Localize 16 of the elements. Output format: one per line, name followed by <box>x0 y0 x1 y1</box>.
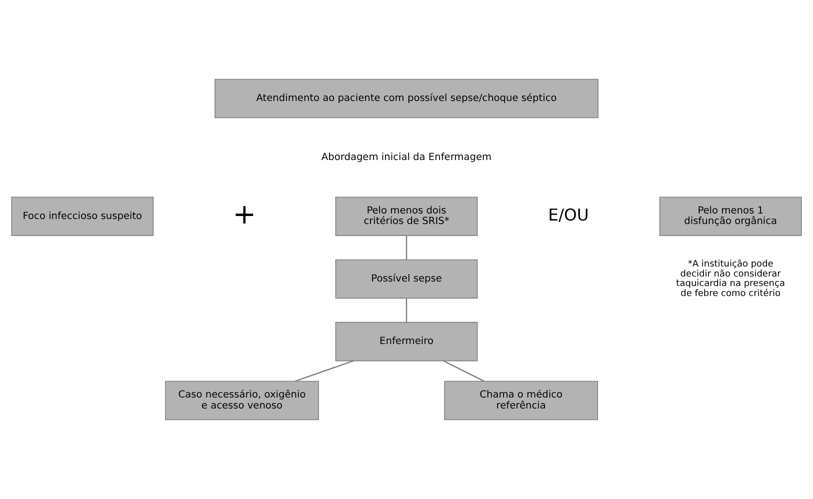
node-box: Pelo menos 1 disfunção orgânica <box>659 196 802 236</box>
label: Abordagem inicial da Enfermagem <box>321 152 492 163</box>
label: *A instituição pode decidir não considerar taquicardia na presença de febre como critério <box>676 260 785 299</box>
node-box: Pelo menos dois critérios de SRIS* <box>335 196 478 236</box>
label: + <box>232 197 256 230</box>
connector <box>406 298 408 322</box>
node-box: Chama o médico referência <box>444 380 598 420</box>
node-box: Foco infeccioso suspeito <box>11 196 154 236</box>
connector <box>294 360 354 382</box>
node-box: Caso necessário, oxigênio e acesso venoso <box>165 380 319 420</box>
connector <box>443 360 484 382</box>
connector <box>406 236 408 260</box>
node-box: Enfermeiro <box>335 322 478 362</box>
label: E/OU <box>548 205 589 224</box>
node-box: Atendimento ao paciente com possível sepse/choque séptico <box>214 78 598 118</box>
node-box: Possível sepse <box>335 259 478 299</box>
